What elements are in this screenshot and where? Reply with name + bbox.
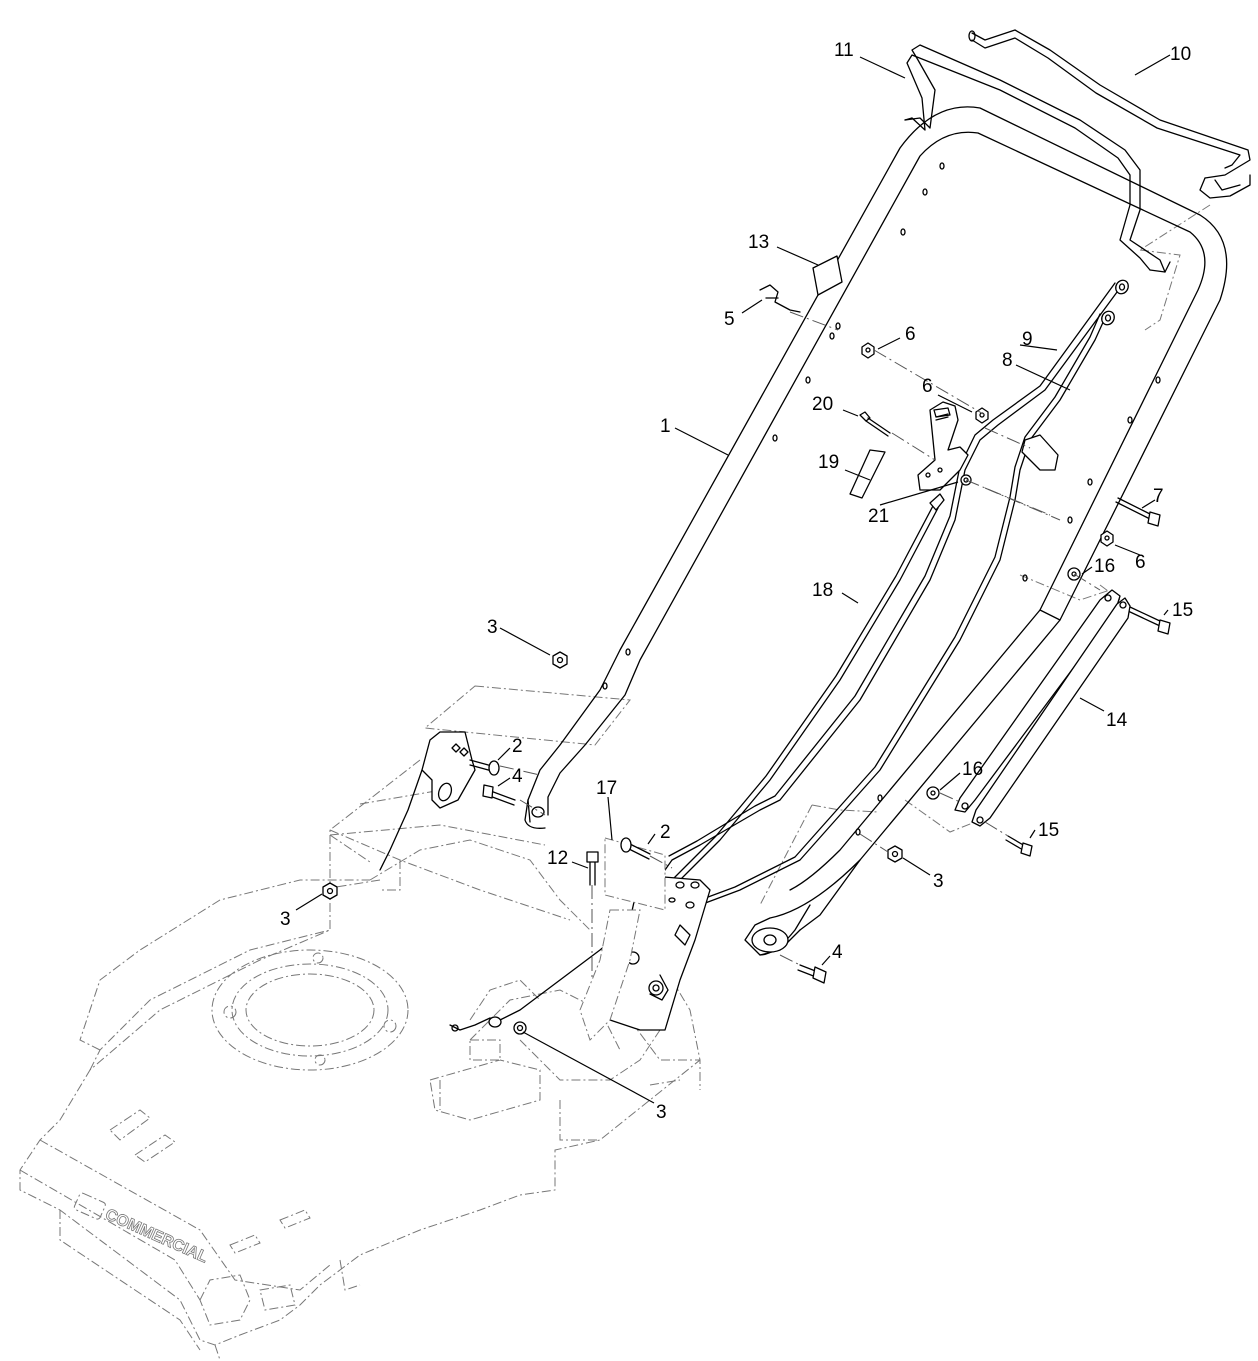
nut-3a [552, 651, 568, 669]
assembly-reference-planes [329, 204, 1211, 906]
bail-control-bar [904, 29, 1251, 273]
part-13-decal [812, 255, 843, 296]
callout-8: 8 [1002, 350, 1013, 371]
nut-3d [513, 1021, 527, 1035]
fasteners [322, 255, 1171, 1035]
callout-6a: 6 [905, 324, 916, 345]
callout-6c: 6 [1135, 552, 1146, 573]
callout-17: 17 [596, 778, 617, 799]
lever-grip [849, 449, 886, 499]
callout-4b: 4 [832, 942, 843, 963]
callout-4a: 4 [512, 766, 523, 787]
handle-pivot-left [531, 806, 545, 818]
callout-21: 21 [868, 506, 889, 527]
callout-20: 20 [812, 394, 833, 415]
callout-15b: 15 [1038, 820, 1059, 841]
callout-9: 9 [1022, 329, 1033, 350]
callout-15a: 15 [1172, 600, 1193, 621]
handle-pivot-right [751, 927, 789, 953]
callout-18: 18 [812, 580, 833, 601]
callout-5: 5 [724, 309, 735, 330]
callout-13: 13 [748, 232, 769, 253]
callout-1: 1 [660, 416, 671, 437]
nut-3c [887, 845, 903, 863]
lower-bracket-assembly [379, 731, 711, 1061]
brand-logo-text: COMMERCIAL [103, 1206, 211, 1266]
callout-11: 11 [834, 40, 854, 61]
nut-6a [861, 342, 875, 359]
callout-16a: 16 [1094, 556, 1115, 577]
callout-2b: 2 [660, 822, 671, 843]
phantom-lines [499, 311, 1101, 966]
part-17-plate [604, 837, 666, 911]
callout-19: 19 [818, 452, 839, 473]
callout-labels: 11 10 13 5 6 9 8 6 20 1 19 21 7 6 16 15 … [280, 40, 1193, 1123]
callout-12: 12 [547, 848, 568, 869]
callout-3c: 3 [933, 871, 944, 892]
control-lever [917, 401, 969, 491]
callout-16b: 16 [962, 759, 983, 780]
nut-3b [322, 882, 338, 900]
callout-6b: 6 [922, 376, 933, 397]
control-lever-assembly [849, 401, 1061, 521]
callout-14: 14 [1106, 710, 1128, 731]
handle-frame [524, 106, 1228, 956]
leader-lines [295, 54, 1171, 1104]
nut-6c [1100, 530, 1114, 547]
link-14-b [971, 597, 1131, 827]
control-cables [449, 279, 1129, 1032]
link-14-a [954, 589, 1121, 813]
mower-deck-phantom: COMMERCIAL [19, 759, 701, 1361]
callout-3b: 3 [280, 909, 291, 930]
callout-10: 10 [1170, 44, 1191, 65]
callout-3a: 3 [487, 617, 498, 638]
left-handle-bracket [421, 731, 476, 809]
callout-3d: 3 [656, 1102, 667, 1123]
handle-holes [602, 162, 1161, 836]
callout-7: 7 [1153, 486, 1164, 507]
callout-2a: 2 [512, 736, 523, 757]
